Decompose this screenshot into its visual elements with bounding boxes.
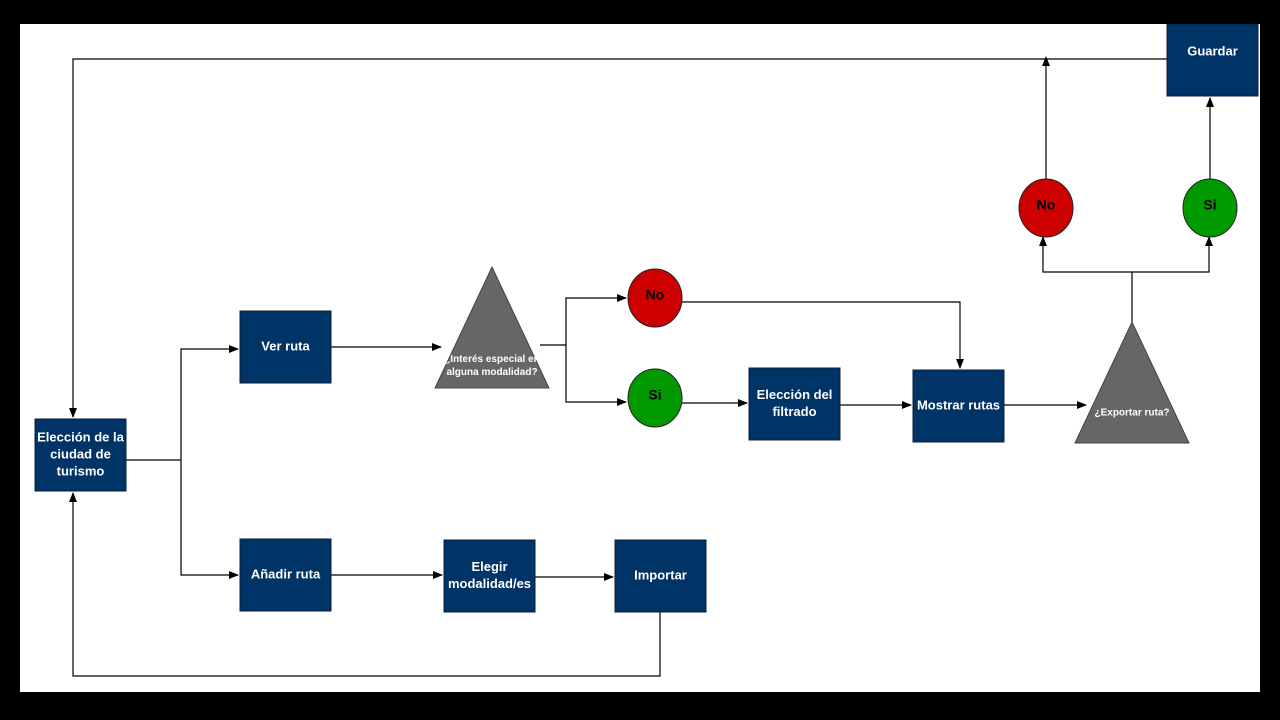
box-shape [239,538,332,612]
guardar-box: Guardar [1166,24,1259,97]
node-label: ciudad de [50,446,111,461]
si-interes-node: Si [627,368,683,428]
eleccion-ciudad-box: Elección de la ciudad de turismo [34,418,127,492]
flowchart: Elección de la ciudad de turismo Ver rutaAñ… [34,24,1259,677]
no-exportar-node: No [1018,178,1074,238]
node-label: modalidad/es [448,576,531,591]
eleccion-filtrado-box: Elección del filtrado [748,367,841,441]
circle-shape [627,268,683,328]
edge-interes-to-si [565,345,627,406]
node-label: Mostrar rutas [917,397,1000,412]
anadir-ruta-box: Añadir ruta [239,538,332,612]
no-interes-node: No [627,268,683,328]
box-shape [1166,24,1259,97]
edge-exportar-to-no [1039,236,1132,273]
node-label: ¿Exportar ruta? [1094,408,1169,419]
node-label: Añadir ruta [251,566,321,581]
edge-interes-to-no [565,294,627,345]
box-shape [34,418,127,492]
box-shape [748,367,841,441]
edge-no-to-mostrar [682,301,964,369]
node-label: Elegir [471,559,507,574]
node-label: Si [648,387,661,403]
node-label: filtrado [772,404,816,419]
importar-box: Importar [614,539,707,613]
node-label: alguna modalidad? [446,367,537,378]
exportar-ruta-decision: ¿Exportar ruta? [1074,320,1190,444]
edge-guardar-to-eleccion [69,58,1167,418]
mostrar-rutas-box: Mostrar rutas [912,369,1005,443]
edges [69,56,1214,677]
node-label: Si [1203,197,1216,213]
decision-shape [1074,320,1190,444]
node-label: Guardar [1187,43,1238,58]
edge-to-anadir-ruta [180,460,239,579]
ver-ruta-box: Ver ruta [239,310,332,384]
circle-shape [627,368,683,428]
interes-especial-decision: ¿Interés especial en alguna modalidad? [434,265,550,389]
node-label: turismo [57,463,105,478]
circle-shape [1182,178,1238,238]
node-label: Importar [634,567,687,582]
node-label: No [1037,197,1056,213]
box-shape [614,539,707,613]
node-label: Ver ruta [261,338,310,353]
decision-shape [434,265,550,389]
edge-to-ver-ruta [180,345,239,460]
box-shape [912,369,1005,443]
box-shape [443,539,536,613]
si-exportar-node: Si [1182,178,1238,238]
edge-exportar-to-si [1132,236,1213,273]
circle-shape [1018,178,1074,238]
box-shape [239,310,332,384]
node-label: ¿Interés especial en [444,354,540,365]
node-label: No [646,287,665,303]
nodes: Elección de la ciudad de turismo Ver rutaAñ… [34,24,1259,613]
node-label: Elección del [757,387,833,402]
node-label: Elección de la [37,429,124,444]
elegir-modalidad-box: Elegir modalidad/es [443,539,536,613]
edge-importar-to-eleccion [69,492,661,677]
